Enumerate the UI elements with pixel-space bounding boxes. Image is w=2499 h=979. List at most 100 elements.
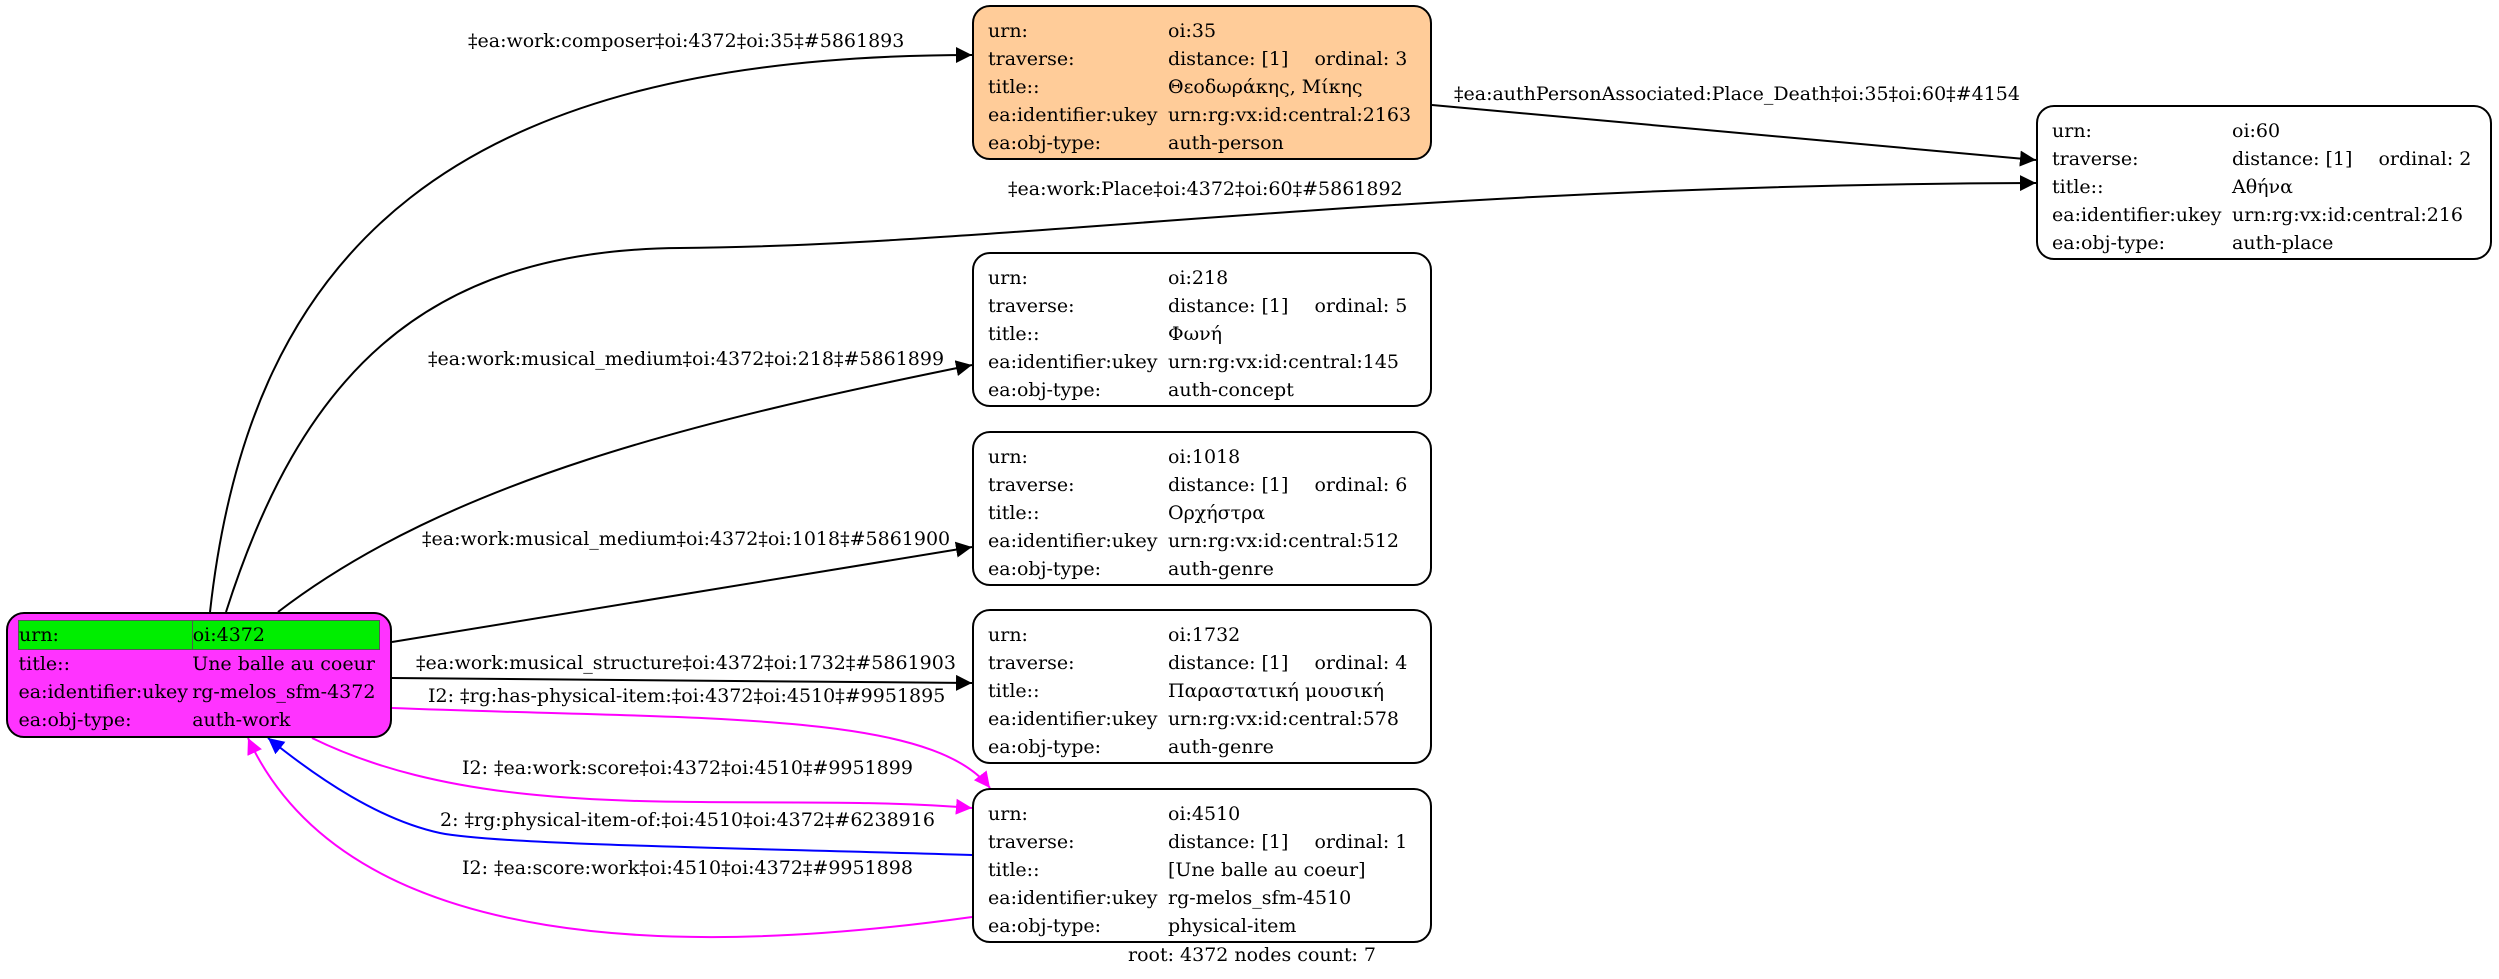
key-objtype: ea:obj-type: [988, 736, 1102, 758]
key-urn: urn: [988, 20, 1028, 42]
node-oi-218[interactable]: urn: oi:218 traverse: distance: [1] ordinal:… [972, 252, 1432, 407]
edge-composer [209, 47, 973, 613]
edge-label-place: ‡ea:work:Place‡oi:4372‡oi:60‡#5861892 [1008, 178, 1403, 200]
value-objtype: physical-item [1168, 915, 1297, 937]
key-objtype: ea:obj-type: [2052, 232, 2166, 254]
value-objtype: auth-concept [1168, 379, 1294, 401]
key-ukey: ea:identifier:ukey [988, 887, 1158, 909]
edge-label-composer: ‡ea:work:composer‡oi:4372‡oi:35‡#5861893 [468, 30, 905, 52]
key-ukey: ea:identifier:ukey [988, 530, 1158, 552]
value-ordinal: ordinal: 6 [1314, 474, 1408, 496]
key-urn: urn: [2052, 120, 2092, 142]
key-ukey: ea:identifier:ukey [988, 708, 1158, 730]
value-ordinal: ordinal: 4 [1314, 652, 1408, 674]
value-urn: oi:218 [1168, 267, 1229, 289]
value-title: Αθήνα [2232, 176, 2293, 198]
value-ukey: urn:rg:vx:id:central:216 [2232, 204, 2464, 226]
key-objtype: ea:obj-type: [988, 558, 1102, 580]
edge-label-medium-218: ‡ea:work:musical_medium‡oi:4372‡oi:218‡#… [428, 348, 945, 370]
edge-structure [391, 674, 973, 691]
node-root[interactable]: urn:oi:4372 title::Une balle au coeur ea… [6, 612, 392, 738]
key-traverse: traverse: [988, 48, 1075, 70]
value-urn: oi:1732 [1168, 624, 1241, 646]
value-title: Φωνή [1168, 323, 1223, 345]
edge-physical-item [391, 707, 991, 789]
value-urn: oi:4510 [1168, 803, 1241, 825]
value-urn: oi:35 [1168, 20, 1217, 42]
value-objtype: auth-work [192, 709, 291, 731]
value-ukey: rg-melos_sfm-4510 [1168, 887, 1352, 909]
edge-label-score: I2: ‡ea:work:score‡oi:4372‡oi:4510‡#9951… [462, 757, 913, 779]
key-title: title:: [2052, 176, 2104, 198]
key-title: title:: [988, 76, 1040, 98]
value-ordinal: ordinal: 1 [1314, 831, 1408, 853]
edge-label-item-of: 2: ‡rg:physical-item-of:‡oi:4510‡oi:4372… [440, 809, 935, 831]
key-traverse: traverse: [988, 652, 1075, 674]
key-objtype: ea:obj-type: [988, 915, 1102, 937]
key-traverse: traverse: [2052, 148, 2139, 170]
footer-summary: root: 4372 nodes count: 7 [1128, 944, 1377, 966]
node-oi-35[interactable]: urn: oi:35 traverse: distance: [1] ordinal: … [972, 5, 1432, 160]
value-distance: distance: [1] [1168, 474, 1289, 496]
key-urn: urn: [988, 446, 1028, 468]
value-title: Une balle au coeur [192, 653, 375, 675]
key-title: title:: [988, 680, 1040, 702]
key-title: title:: [18, 653, 70, 675]
key-traverse: traverse: [988, 474, 1075, 496]
value-ukey: urn:rg:vx:id:central:512 [1168, 530, 1400, 552]
key-ukey: ea:identifier:ukey [988, 104, 1158, 126]
edge-medium-1018 [391, 541, 973, 643]
value-distance: distance: [1] [1168, 295, 1289, 317]
key-title: title:: [988, 859, 1040, 881]
node-oi-1018[interactable]: urn: oi:1018 traverse: distance: [1] ordinal… [972, 431, 1432, 586]
key-title: title:: [988, 502, 1040, 524]
edge-label-medium-1018: ‡ea:work:musical_medium‡oi:4372‡oi:1018‡… [422, 528, 951, 550]
value-ordinal: ordinal: 3 [1314, 48, 1408, 70]
key-ukey: ea:identifier:ukey [988, 351, 1158, 373]
value-urn: oi:4372 [191, 620, 381, 650]
key-objtype: ea:obj-type: [988, 132, 1102, 154]
key-traverse: traverse: [988, 295, 1075, 317]
edge-place-death [1431, 104, 2037, 167]
value-title: [Une balle au coeur] [1168, 859, 1366, 881]
value-distance: distance: [1] [1168, 652, 1289, 674]
key-traverse: traverse: [988, 831, 1075, 853]
value-ukey: urn:rg:vx:id:central:2163 [1168, 104, 1412, 126]
value-distance: distance: [1] [1168, 831, 1289, 853]
value-objtype: auth-place [2232, 232, 2334, 254]
key-urn: urn: [988, 803, 1028, 825]
value-ukey: urn:rg:vx:id:central:578 [1168, 708, 1400, 730]
key-title: title:: [988, 323, 1040, 345]
value-ordinal: ordinal: 5 [1314, 295, 1408, 317]
edge-label-place-death: ‡ea:authPersonAssociated:Place_Death‡oi:… [1454, 83, 2020, 105]
value-objtype: auth-genre [1168, 558, 1274, 580]
edge-medium-218 [277, 360, 973, 613]
edge-score [311, 737, 973, 815]
key-urn: urn: [988, 267, 1028, 289]
node-oi-4510[interactable]: urn: oi:4510 traverse: distance: [1] ordinal… [972, 788, 1432, 943]
value-urn: oi:60 [2232, 120, 2281, 142]
node-oi-1732[interactable]: urn: oi:1732 traverse: distance: [1] ordinal… [972, 609, 1432, 764]
value-title: Ορχήστρα [1168, 502, 1266, 524]
value-ukey: rg-melos_sfm-4372 [192, 681, 376, 703]
edge-score-work [247, 737, 973, 939]
value-ordinal: ordinal: 2 [2378, 148, 2472, 170]
key-objtype: ea:obj-type: [988, 379, 1102, 401]
edge-label-physical-item: I2: ‡rg:has-physical-item:‡oi:4372‡oi:45… [428, 685, 946, 707]
key-urn: urn: [988, 624, 1028, 646]
key-ukey: ea:identifier:ukey [18, 681, 189, 703]
key-objtype: ea:obj-type: [18, 709, 132, 731]
key-ukey: ea:identifier:ukey [2052, 204, 2222, 226]
value-distance: distance: [1] [1168, 48, 1289, 70]
edge-label-structure: ‡ea:work:musical_structure‡oi:4372‡oi:17… [416, 652, 956, 674]
edge-label-score-work: I2: ‡ea:score:work‡oi:4510‡oi:4372‡#9951… [462, 857, 913, 879]
value-title: Θεοδωράκης, Μίκης [1168, 76, 1363, 98]
edge-place [225, 175, 2037, 613]
value-objtype: auth-person [1168, 132, 1284, 154]
value-urn: oi:1018 [1168, 446, 1241, 468]
key-urn: urn: [18, 620, 193, 650]
value-objtype: auth-genre [1168, 736, 1274, 758]
edge-item-of [267, 737, 973, 856]
